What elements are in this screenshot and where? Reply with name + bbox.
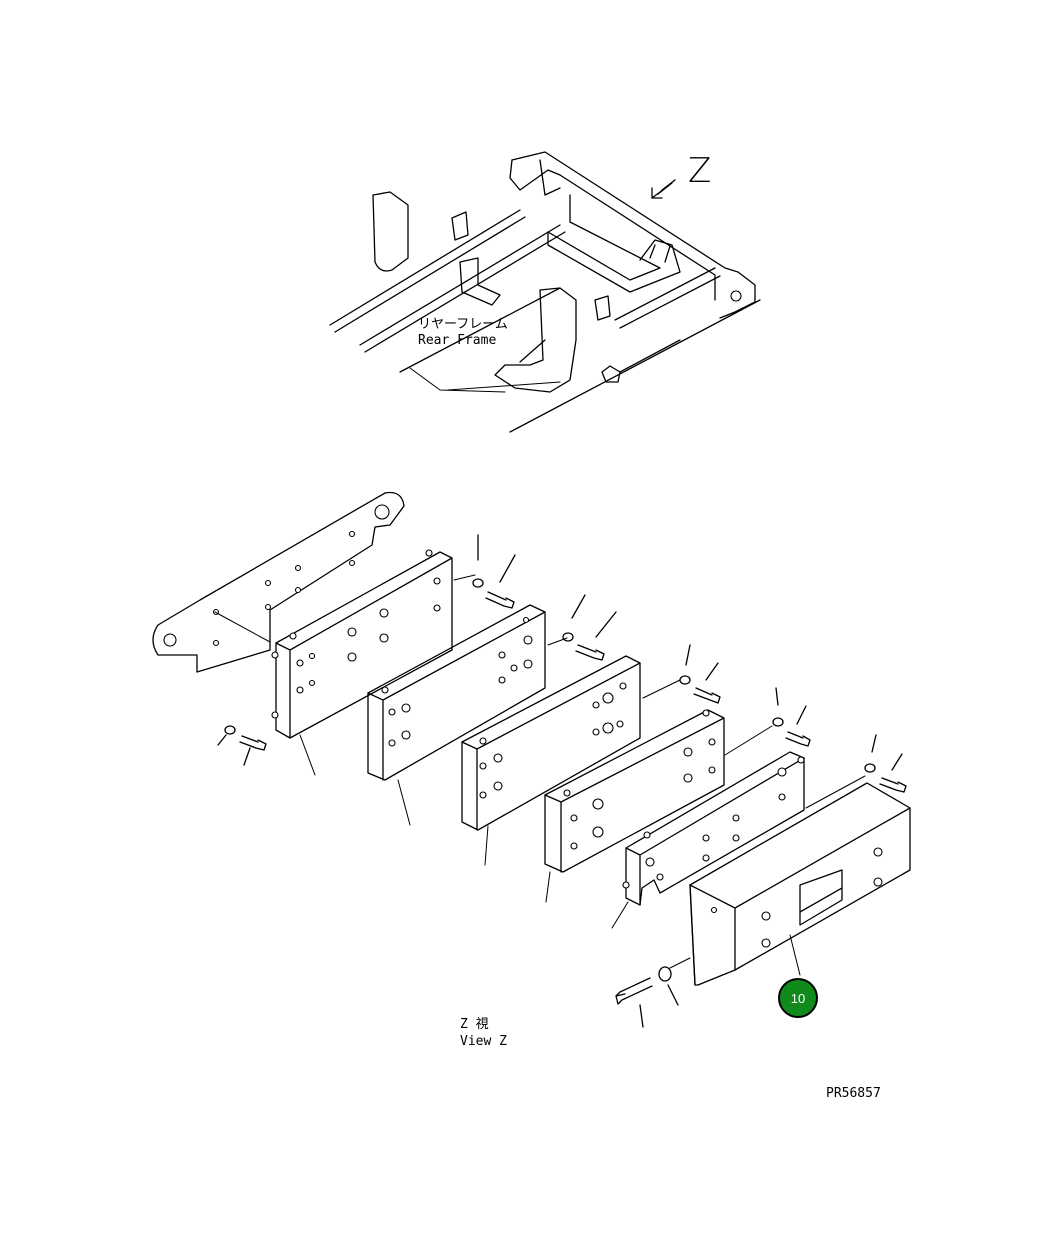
view-z-drawing: Z 視 View Z PR56857 xyxy=(152,491,911,1101)
callout-badge-10[interactable]: 10 xyxy=(778,978,818,1018)
view-z-marker: Z xyxy=(688,151,711,191)
view-z-label-jp: Z 視 xyxy=(460,1017,489,1032)
rear-frame-drawing: リヤーフレーム Rear Frame Z xyxy=(329,151,761,433)
rear-frame-label-en: Rear Frame xyxy=(418,333,496,348)
rear-frame-label-jp: リヤーフレーム xyxy=(418,317,508,332)
view-z-label-en: View Z xyxy=(460,1034,507,1049)
callout-number: 10 xyxy=(790,990,806,1006)
drawing-number: PR56857 xyxy=(826,1086,881,1101)
